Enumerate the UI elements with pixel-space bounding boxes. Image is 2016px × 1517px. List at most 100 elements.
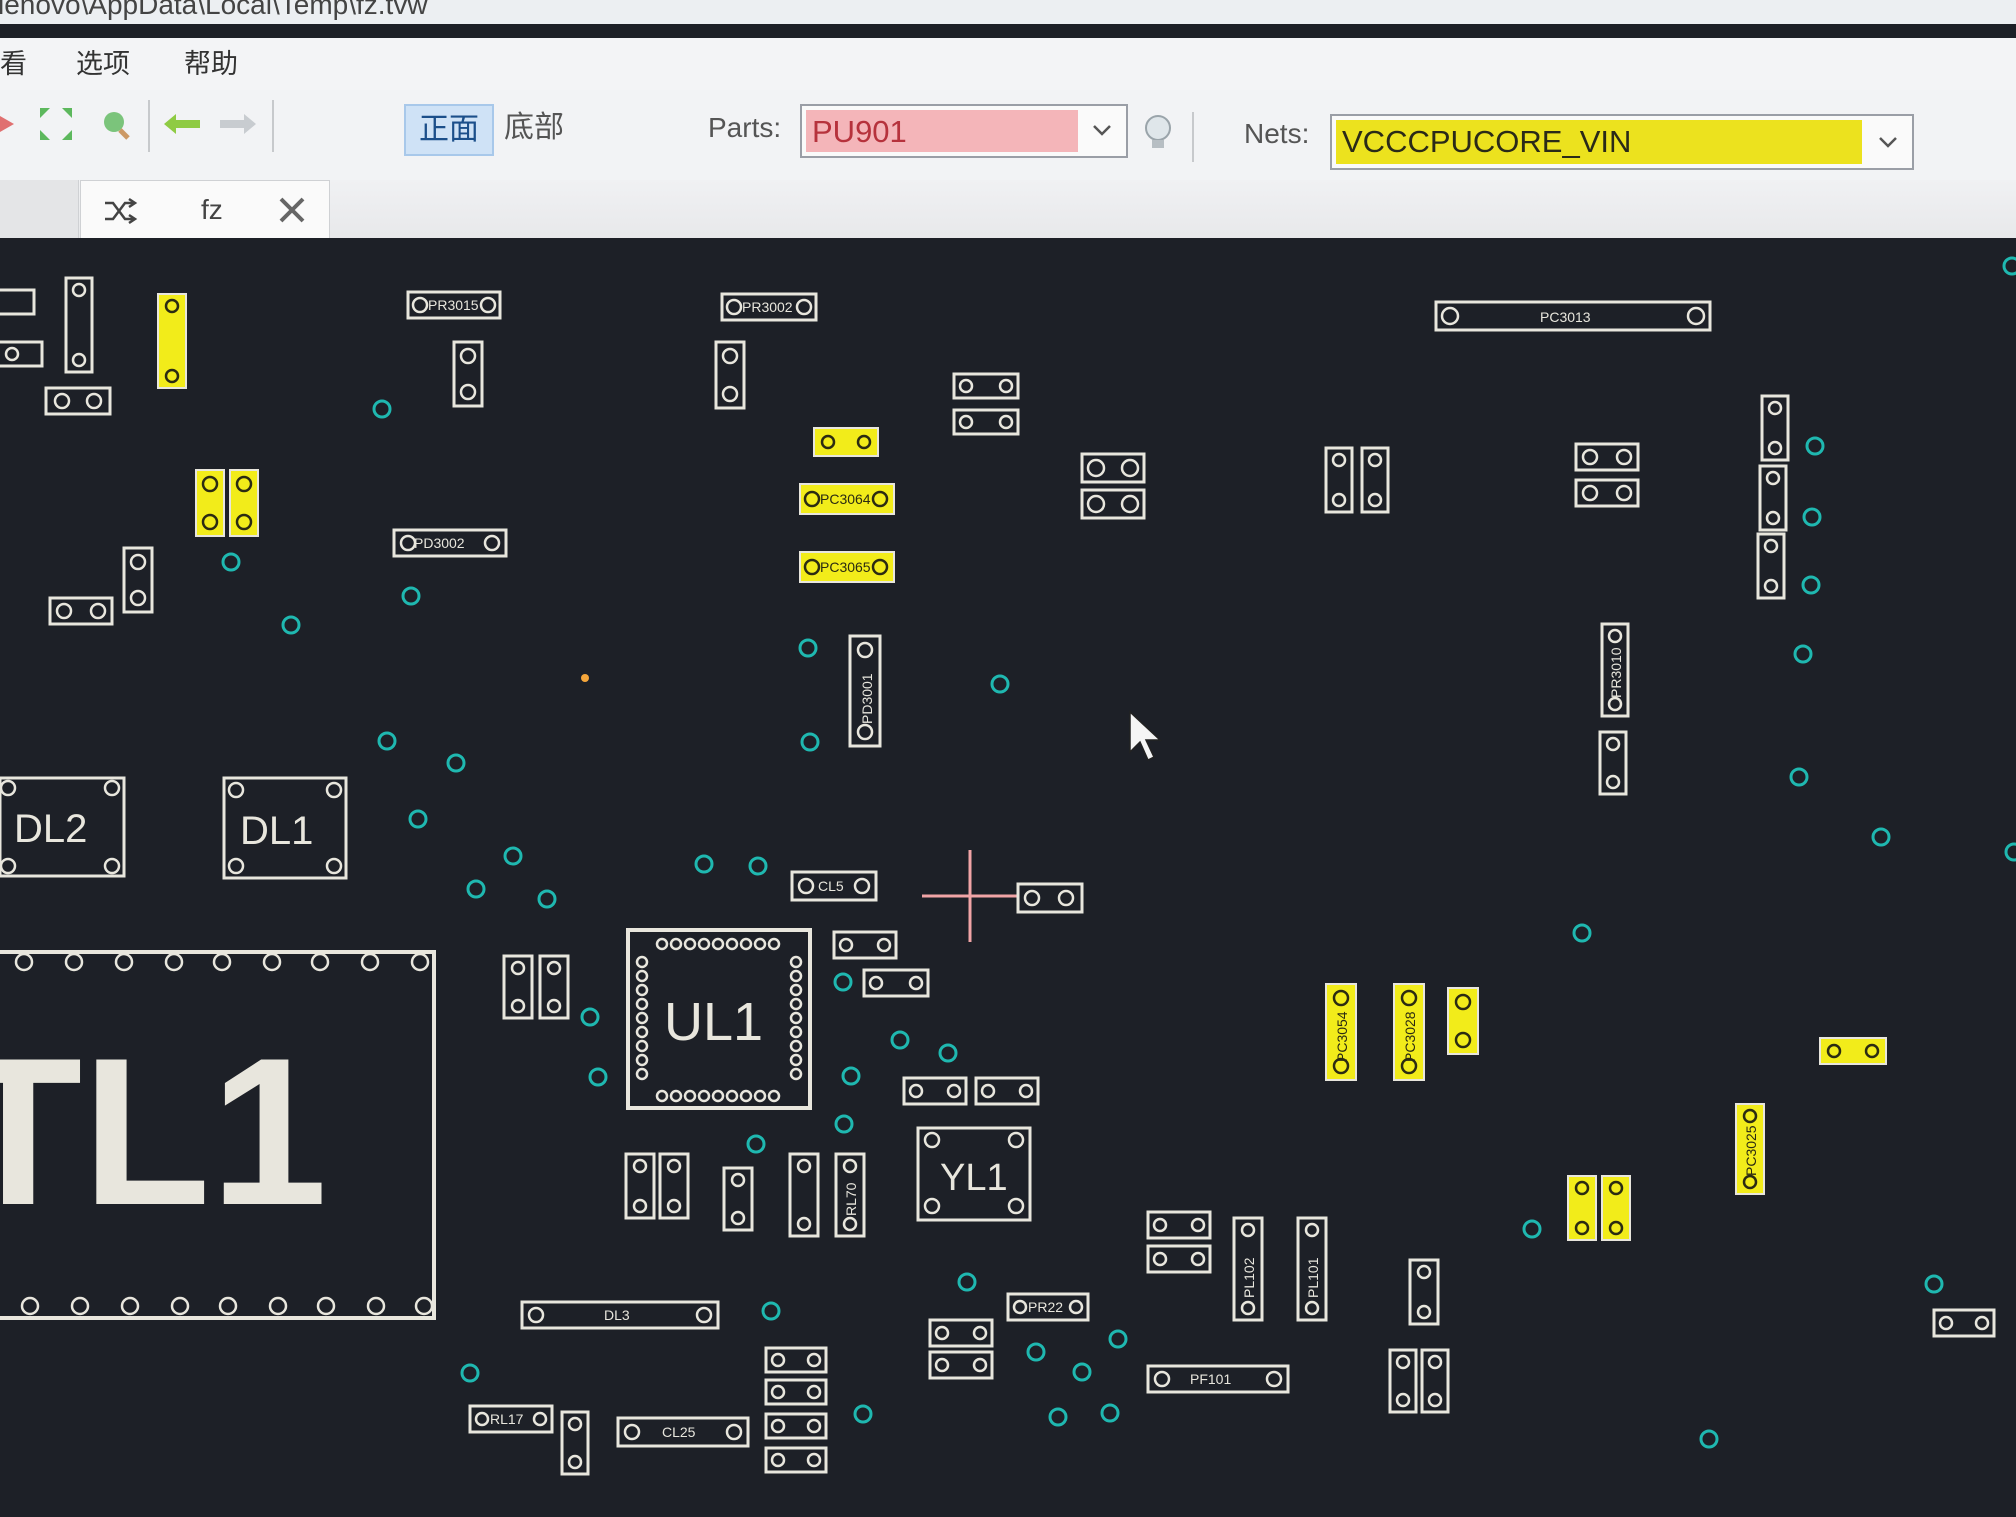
part-partial-b[interactable] <box>0 340 44 368</box>
tab-previous[interactable] <box>0 180 79 240</box>
shuffle-icon[interactable] <box>103 197 138 225</box>
part-v-8[interactable] <box>1756 532 1786 600</box>
part-h-19[interactable] <box>928 1318 994 1348</box>
part-CL5[interactable]: CL5 <box>790 870 878 902</box>
part-YL1[interactable]: YL1 <box>916 1126 1032 1222</box>
part-h-17[interactable] <box>764 1412 828 1440</box>
part-v-15[interactable] <box>722 1166 754 1232</box>
part-v-12[interactable] <box>538 954 570 1020</box>
part-vertical-1[interactable] <box>64 276 94 374</box>
part-PC3065[interactable]: PC3065 <box>799 551 895 583</box>
part-v-16[interactable] <box>788 1152 820 1238</box>
part-v-20[interactable] <box>560 1410 590 1476</box>
part-h-7[interactable] <box>1016 882 1084 914</box>
part-h-18[interactable] <box>764 1446 828 1474</box>
part-h-13[interactable] <box>1146 1244 1212 1274</box>
part-v-4[interactable] <box>1324 446 1354 514</box>
part-UL1[interactable]: UL1 <box>626 928 812 1110</box>
part-v-2[interactable] <box>452 340 484 408</box>
part-hl-7[interactable] <box>1567 1175 1597 1241</box>
part-v-17[interactable] <box>1408 1258 1440 1326</box>
part-PD3002[interactable]: PD3002 <box>392 528 508 558</box>
part-PL101[interactable]: PL101 <box>1296 1216 1328 1322</box>
part-small-a[interactable] <box>952 372 1020 400</box>
part-h-15[interactable] <box>764 1346 828 1374</box>
part-v-18[interactable] <box>1388 1348 1418 1414</box>
part-h-11[interactable] <box>974 1076 1040 1106</box>
part-PR3015[interactable]: PR3015 <box>406 290 502 320</box>
tab-fz[interactable]: fz <box>80 180 330 241</box>
part-PR22[interactable]: PR22 <box>1006 1292 1090 1322</box>
part-small-b[interactable] <box>952 408 1020 436</box>
part-h-10[interactable] <box>902 1076 968 1106</box>
part-h-16[interactable] <box>764 1378 828 1406</box>
part-DL1[interactable]: DL1 <box>222 776 348 880</box>
part-v-13[interactable] <box>624 1152 656 1220</box>
part-hl-6[interactable] <box>1819 1037 1887 1065</box>
board-viewer[interactable]: .o{fill:none;stroke:#e8e6dd;stroke-width… <box>0 238 2016 1512</box>
part-PR3010[interactable]: PR3010 <box>1600 622 1630 718</box>
part-h-1[interactable] <box>44 386 112 416</box>
part-v-5[interactable] <box>1360 446 1390 514</box>
part-PR3002[interactable]: PR3002 <box>720 292 818 322</box>
part-hl-5[interactable] <box>1447 987 1479 1055</box>
forward-arrow-icon[interactable] <box>218 104 258 144</box>
part-PD3001[interactable]: PD3001 <box>848 634 882 748</box>
chevron-down-icon[interactable] <box>1088 116 1116 144</box>
part-h-5[interactable] <box>1574 478 1640 508</box>
menu-view[interactable]: 看 <box>0 49 27 79</box>
part-TL1[interactable]: TL1 <box>0 950 436 1320</box>
part-hl-1[interactable] <box>157 293 187 389</box>
part-PC3054[interactable]: PC3054 <box>1325 983 1357 1081</box>
part-h-8[interactable] <box>832 930 898 960</box>
part-h-4[interactable] <box>1574 442 1640 472</box>
chevron-down-icon[interactable] <box>1874 128 1902 156</box>
part-partial-a[interactable] <box>0 288 36 316</box>
part-CL25[interactable]: CL25 <box>616 1416 750 1448</box>
part-hl-2[interactable] <box>813 427 879 457</box>
menu-help[interactable]: 帮助 <box>184 49 238 79</box>
menu-options[interactable]: 选项 <box>76 49 130 79</box>
zoom-in-icon[interactable] <box>0 104 20 144</box>
nets-combo[interactable]: VCCCPUCORE_VIN <box>1330 114 1914 170</box>
part-v-14[interactable] <box>658 1152 690 1220</box>
part-h-12[interactable] <box>1146 1210 1212 1240</box>
part-DL2[interactable]: DL2 <box>0 776 126 878</box>
part-v-9[interactable] <box>122 546 154 614</box>
back-arrow-icon[interactable] <box>162 104 202 144</box>
part-PF101[interactable]: PF101 <box>1146 1364 1290 1394</box>
fit-view-icon[interactable] <box>36 104 76 144</box>
part-PC3028[interactable]: PC3028 <box>1393 983 1425 1081</box>
bottom-side-button[interactable]: 底部 <box>496 104 572 152</box>
part-PC3013[interactable]: PC3013 <box>1434 300 1712 332</box>
close-icon[interactable] <box>277 195 307 225</box>
nets-value[interactable]: VCCCPUCORE_VIN <box>1336 120 1862 164</box>
part-v-10[interactable] <box>1598 730 1628 796</box>
part-v-6[interactable] <box>1760 394 1790 462</box>
part-PC3025[interactable]: PC3025 <box>1735 1103 1765 1195</box>
part-DL3[interactable]: DL3 <box>520 1300 720 1330</box>
part-v-7[interactable] <box>1758 464 1788 532</box>
part-h-9[interactable] <box>862 968 930 998</box>
parts-value[interactable]: PU901 <box>806 110 1078 152</box>
part-hl-3[interactable] <box>195 469 225 537</box>
part-v-11[interactable] <box>502 954 534 1020</box>
part-h-6[interactable] <box>48 596 114 626</box>
parts-combo[interactable]: PU901 <box>800 104 1128 158</box>
part-hl-8[interactable] <box>1601 1175 1631 1241</box>
part-v-19[interactable] <box>1420 1348 1450 1414</box>
locate-icon[interactable] <box>94 104 134 144</box>
part-PC3064[interactable]: PC3064 <box>799 483 895 515</box>
part-RL70[interactable]: RL70 <box>834 1152 866 1238</box>
part-v-3[interactable] <box>714 340 746 410</box>
lightbulb-icon[interactable] <box>1140 112 1176 156</box>
part-h-3[interactable] <box>1080 488 1146 520</box>
part-h-2[interactable] <box>1080 452 1146 484</box>
part-RL17[interactable]: RL17 <box>468 1404 554 1434</box>
board-canvas[interactable]: .o{fill:none;stroke:#e8e6dd;stroke-width… <box>0 238 2016 1512</box>
part-h-20[interactable] <box>928 1350 994 1380</box>
front-side-button[interactable]: 正面 <box>404 104 494 156</box>
part-hl-4[interactable] <box>229 469 259 537</box>
part-PL102[interactable]: PL102 <box>1232 1216 1264 1322</box>
part-h-14[interactable] <box>1932 1308 1996 1338</box>
